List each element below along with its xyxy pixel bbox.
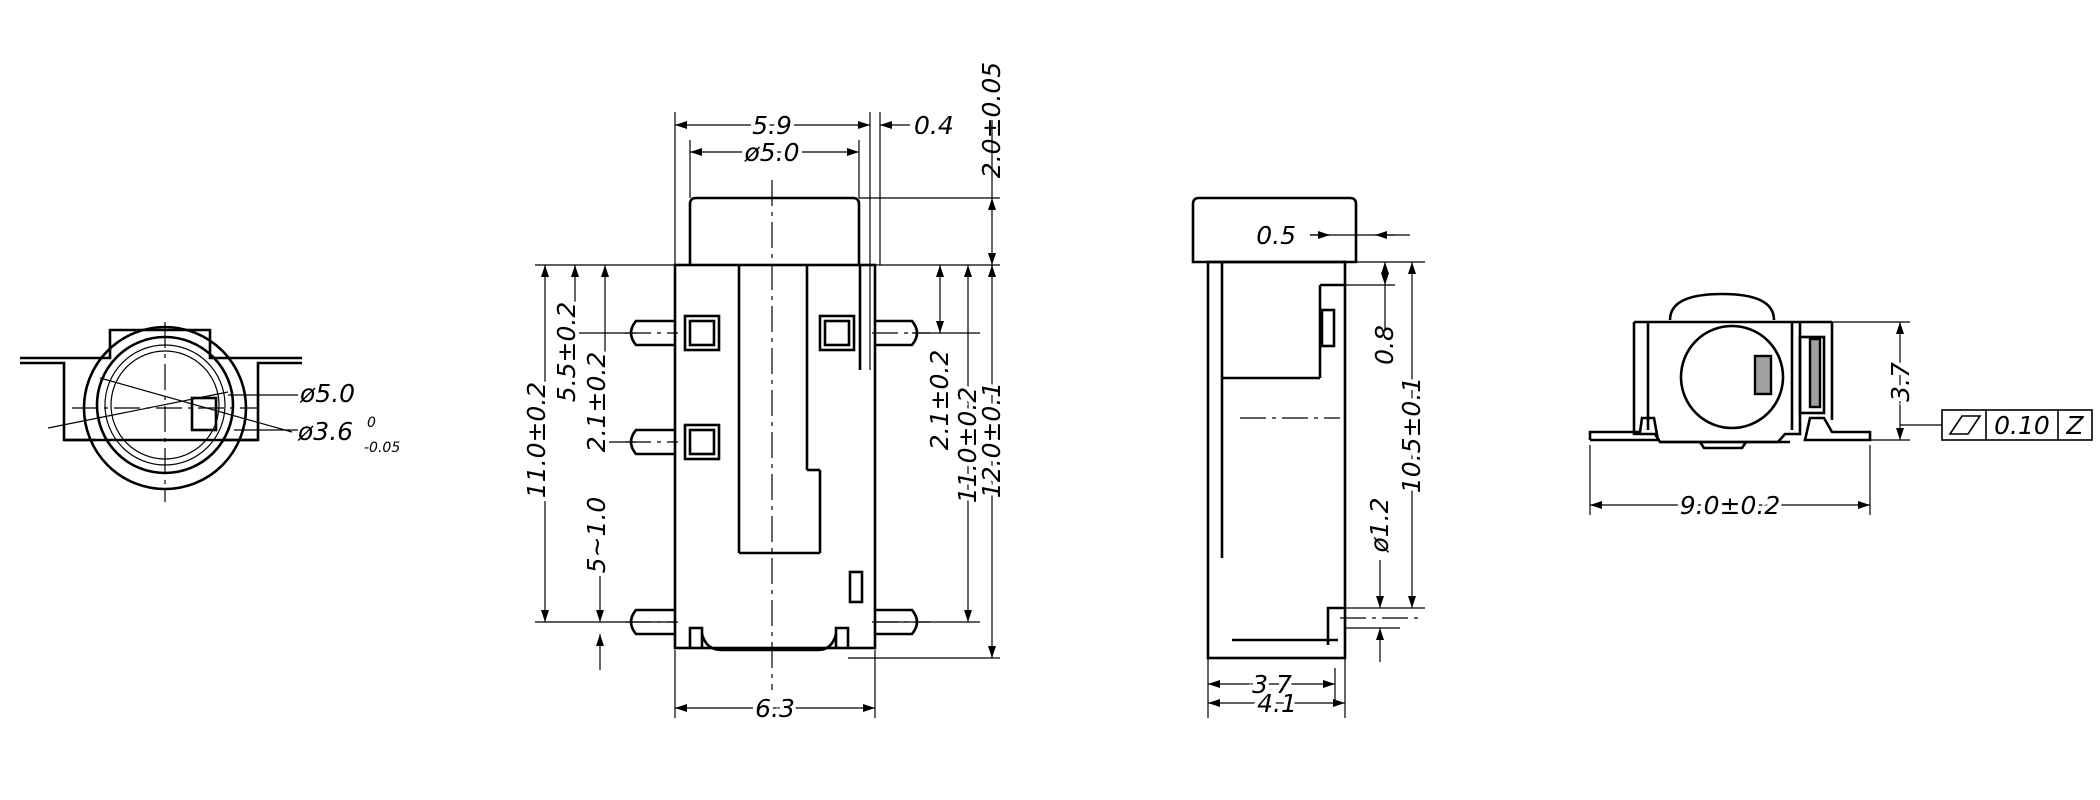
dim-button-dia: ø5.0 (743, 138, 799, 167)
dim-top-width: 5.9 (752, 111, 792, 140)
flatness-tolerance: 0.10 (1994, 411, 2050, 440)
dim-right-height2: 12.0±0.1 (977, 382, 1006, 498)
dim-top-step: 0.5 (1256, 221, 1296, 250)
left-top-view (20, 322, 302, 502)
dim-hole-dia: ø1.2 (1365, 497, 1394, 553)
dim-step-height: 0.8 (1370, 325, 1399, 365)
dim-right-width: 9.0±0.2 (1680, 491, 1780, 520)
dim-body-height: 10.5±0.1 (1397, 377, 1426, 493)
dim-button-height: 2.0±0.05 (977, 62, 1006, 178)
dim-tol-lower: -0.05 (364, 440, 400, 456)
dim-right-height1: 11.0±0.2 (953, 387, 982, 503)
front-view (535, 112, 1000, 718)
dim-tol-upper: 0 (367, 415, 376, 431)
dim-dia-outer: ø5.0 (299, 379, 355, 408)
dim-left-pitch2: 2.1±0.2 (582, 352, 611, 452)
dim-width-inner: 3.7 (1252, 670, 1292, 699)
dim-left-pitch1: 5.5±0.2 (552, 302, 581, 402)
dim-left-height: 11.0±0.2 (522, 382, 551, 498)
dim-width-outer: 4.1 (1257, 689, 1297, 718)
dim-right-height: 3.7 (1886, 362, 1915, 402)
dim-left-range: 5~1.0 (582, 497, 611, 574)
dim-right-pitch: 2.1±0.2 (925, 350, 954, 450)
dim-bottom-width: 6.3 (755, 694, 795, 723)
side-view (1191, 196, 1425, 718)
dim-top-gap: 0.4 (914, 111, 954, 140)
flatness-datum: Z (2065, 411, 2084, 440)
flatness-icon (1948, 415, 1982, 435)
right-view (1588, 292, 2093, 515)
dim-dia-inner: ø3.6 (297, 417, 353, 446)
